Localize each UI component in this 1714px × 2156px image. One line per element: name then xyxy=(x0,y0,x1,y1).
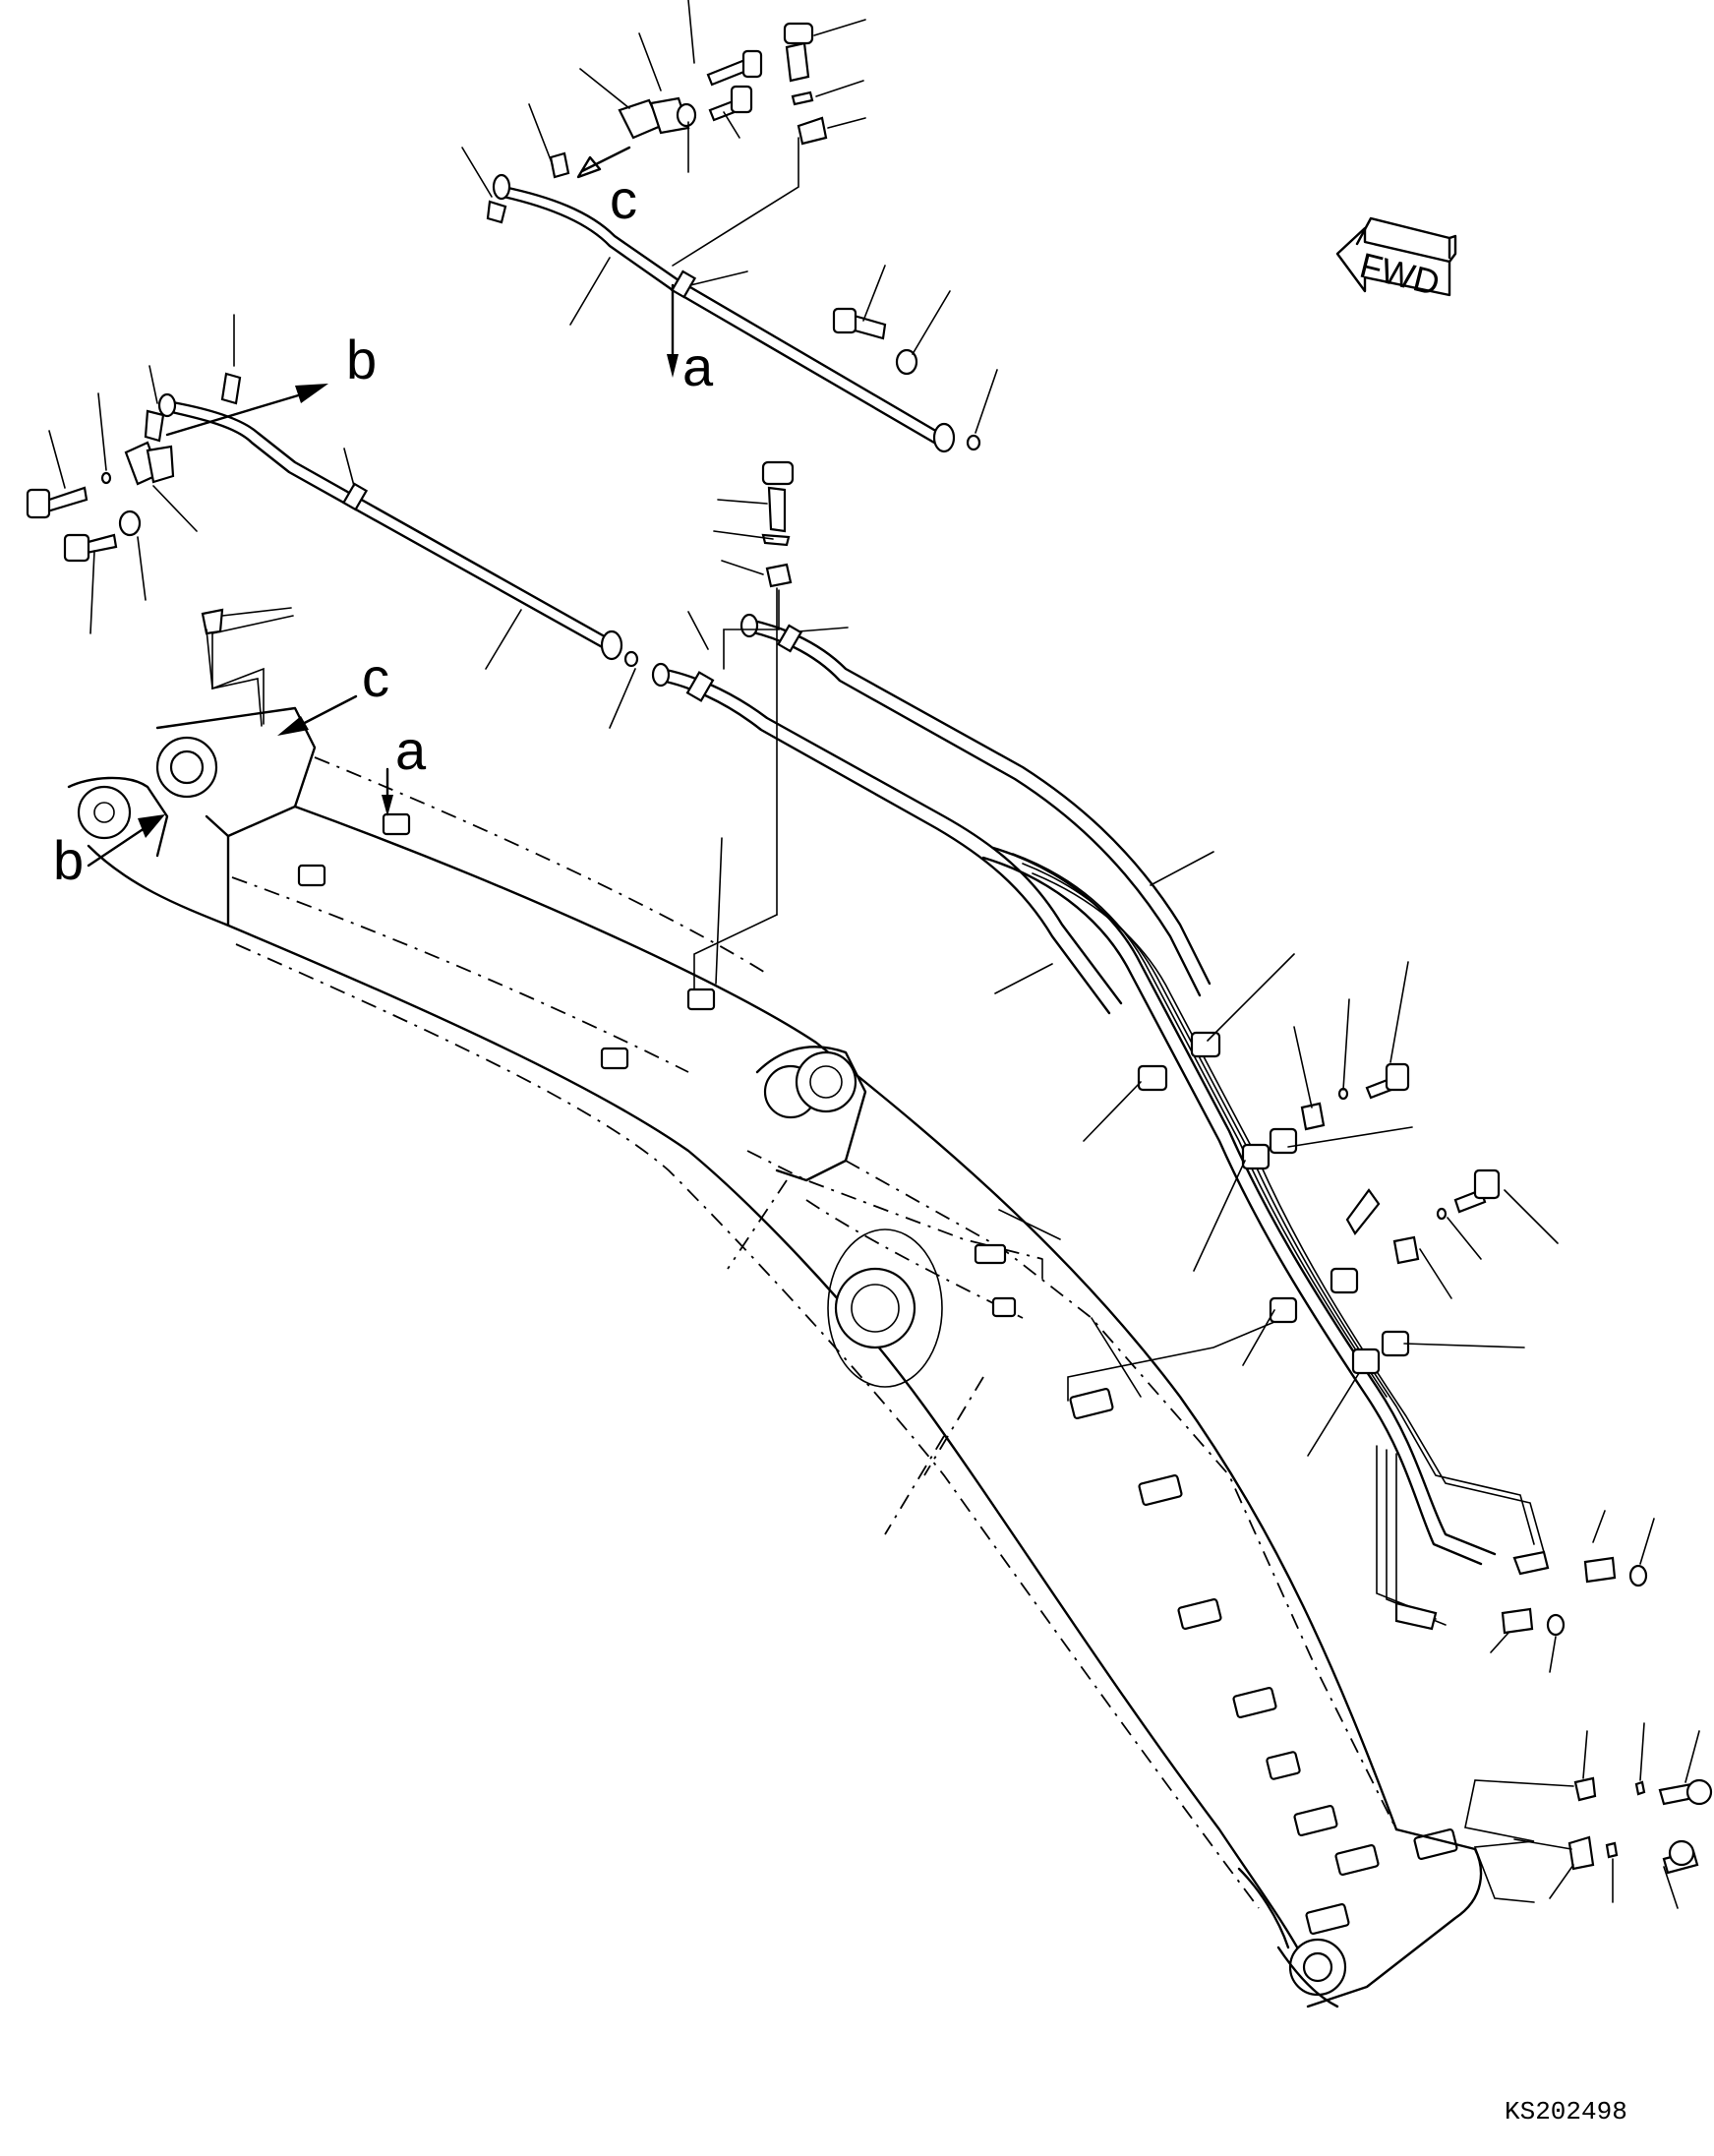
callout-a-lower: a xyxy=(395,719,427,781)
drawing-code: KS202498 xyxy=(1505,2097,1627,2126)
fwd-indicator: FWD xyxy=(1335,216,1457,304)
callout-b-lower: b xyxy=(53,829,84,891)
lower-pipe-assembly xyxy=(651,460,1212,1015)
hose-bundle xyxy=(981,846,1655,1673)
callout-c-lower: c xyxy=(362,646,389,708)
upper-pipe-assembly: c a xyxy=(461,0,998,453)
callout-a-upper: a xyxy=(682,335,714,397)
fwd-label: FWD xyxy=(1356,245,1444,304)
callout-c-upper: c xyxy=(610,168,637,230)
callout-b-upper: b xyxy=(346,329,377,390)
boom-structure: b c a xyxy=(53,615,1713,2008)
left-pipe-assembly: b xyxy=(26,314,639,729)
